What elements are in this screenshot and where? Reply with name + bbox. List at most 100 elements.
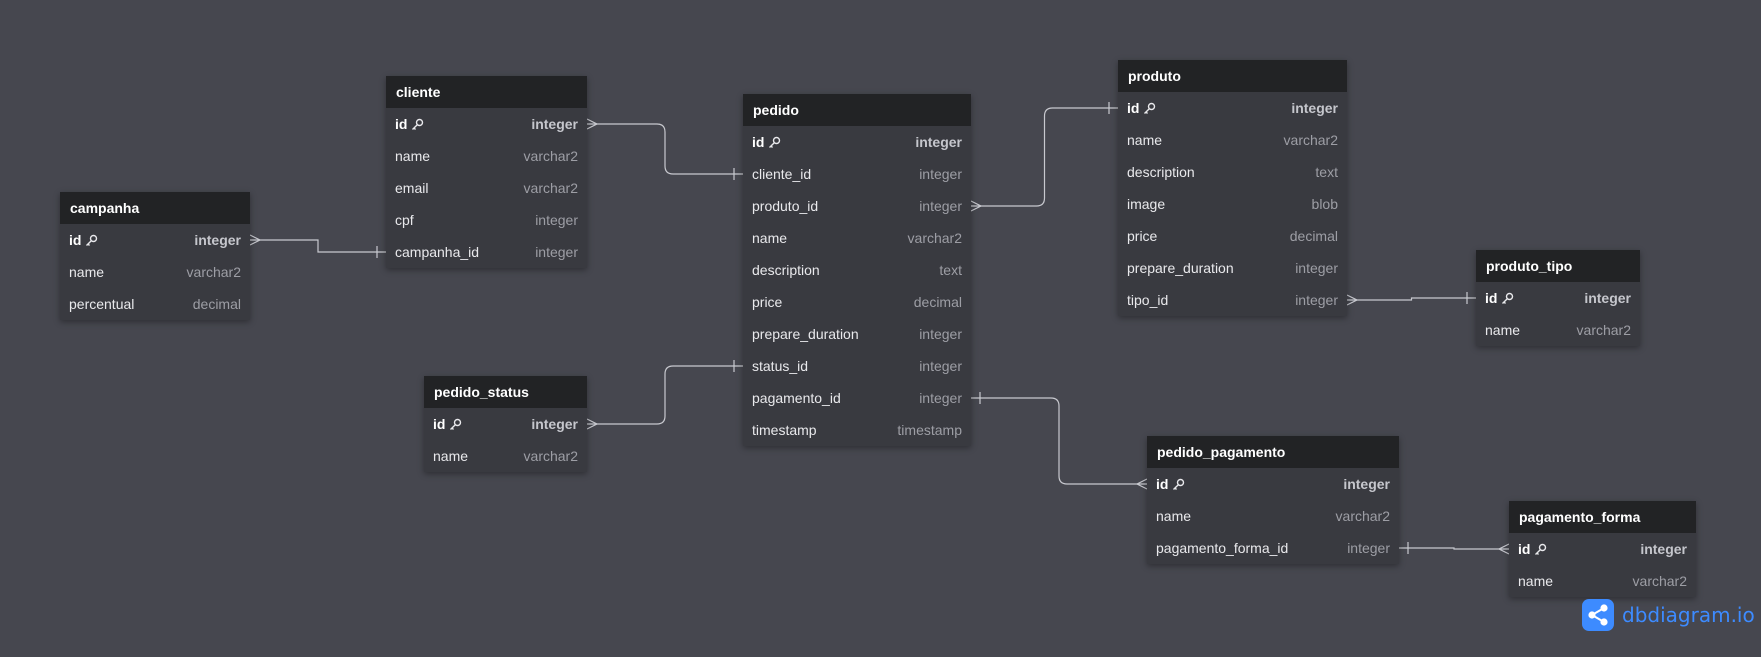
table-header[interactable]: produto_tipo — [1476, 250, 1640, 282]
field-left: prepare_duration — [752, 318, 859, 350]
field-name: image — [1127, 196, 1166, 212]
field-left: name — [752, 222, 787, 254]
share-graph-icon — [1582, 599, 1614, 631]
relationship-pedido-pagamento-pagamento-forma[interactable] — [1399, 542, 1510, 555]
field-row-produto-id[interactable]: id integer — [1118, 92, 1347, 124]
brand-logo[interactable]: dbdiagram.io — [1582, 599, 1755, 631]
field-row-pedido-produto-id[interactable]: produto_id integer — [743, 190, 971, 222]
relationship-pedido-status-pedido[interactable] — [586, 360, 743, 430]
field-name: id — [1156, 476, 1169, 492]
field-type: varchar2 — [907, 230, 962, 246]
field-type: integer — [535, 212, 578, 228]
relationship-pedido-pedido-pagamento[interactable] — [971, 392, 1148, 490]
field-name: cliente_id — [752, 166, 812, 182]
table-header[interactable]: pagamento_forma — [1509, 501, 1696, 533]
field-type: varchar2 — [1283, 132, 1338, 148]
field-left: description — [1127, 156, 1195, 188]
field-type: varchar2 — [523, 448, 578, 464]
field-row-produto-description[interactable]: description text — [1118, 156, 1347, 188]
field-name: name — [1485, 322, 1521, 338]
field-type: timestamp — [897, 422, 962, 438]
field-left: name — [1485, 314, 1520, 346]
field-type: integer — [531, 416, 578, 432]
field-left: email — [395, 172, 428, 204]
field-left: name — [395, 140, 430, 172]
field-left: status_id — [752, 350, 808, 382]
field-name: pagamento_id — [752, 390, 841, 406]
field-name: name — [1518, 573, 1554, 589]
field-name: name — [69, 264, 105, 280]
field-left: name — [69, 256, 104, 288]
field-type: integer — [919, 198, 962, 214]
relationship-pedido-produto[interactable] — [970, 102, 1118, 212]
relationship-produto-produto-tipo[interactable] — [1346, 292, 1476, 306]
field-left: produto_id — [752, 190, 818, 222]
field-left: cliente_id — [752, 158, 811, 190]
field-name: id — [395, 116, 408, 132]
primary-key-icon — [768, 136, 781, 149]
field-type: integer — [1295, 292, 1338, 308]
primary-key-icon — [449, 418, 462, 431]
field-left: pagamento_id — [752, 382, 841, 414]
field-type: text — [939, 262, 962, 278]
field-name: id — [1485, 290, 1498, 306]
brand-name: dbdiagram.io — [1622, 603, 1755, 627]
table-header[interactable]: produto — [1118, 60, 1347, 92]
field-name: id — [752, 134, 765, 150]
table-header[interactable]: pedido — [743, 94, 971, 126]
relationship-campanha-cliente[interactable] — [249, 234, 386, 258]
primary-key-icon — [1143, 102, 1156, 115]
relationship-cliente-pedido[interactable] — [586, 118, 743, 180]
primary-key-icon — [1534, 543, 1547, 556]
field-type: text — [1315, 164, 1338, 180]
primary-key-icon — [1501, 292, 1514, 305]
field-type: integer — [1291, 100, 1338, 116]
table-header[interactable]: pedido_pagamento — [1147, 436, 1399, 468]
table-header[interactable]: pedido_status — [424, 376, 587, 408]
table-header[interactable]: cliente — [386, 76, 587, 108]
table-header[interactable]: campanha — [60, 192, 250, 224]
field-row-pedido-name[interactable]: name varchar2 — [743, 222, 971, 254]
field-type: decimal — [1289, 228, 1338, 244]
field-left: id — [1127, 92, 1156, 124]
